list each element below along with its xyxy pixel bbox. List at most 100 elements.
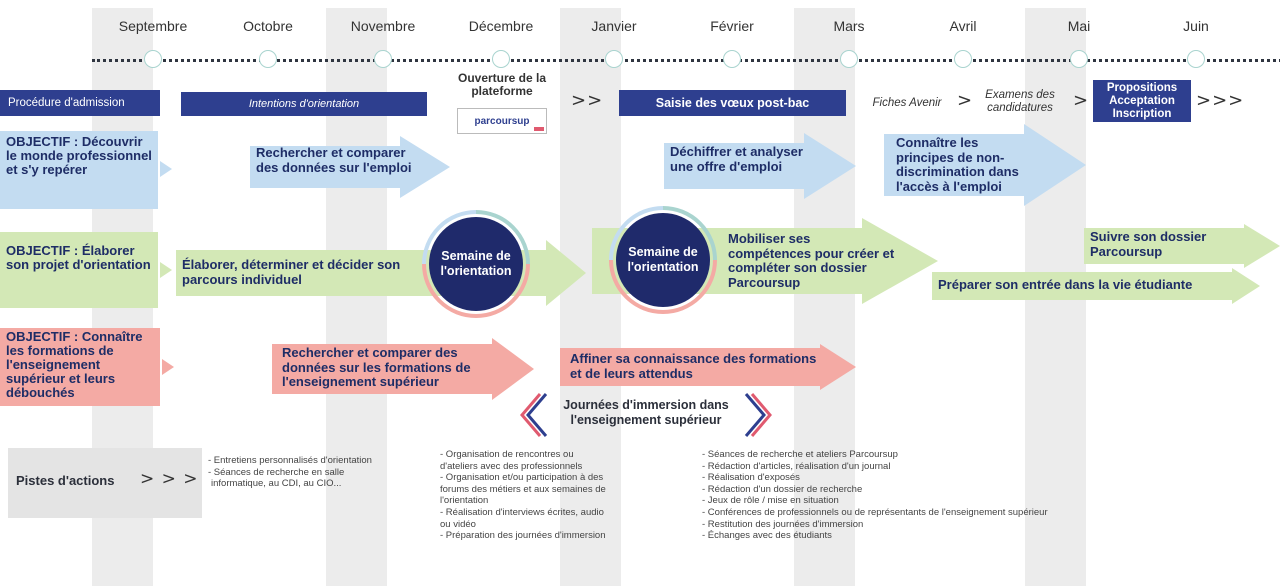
ouverture-label: Ouverture de la plateforme bbox=[457, 71, 547, 98]
arrow-text: Préparer son entrée dans la vie étudiant… bbox=[938, 277, 1193, 292]
month-label: Juin bbox=[1183, 18, 1209, 34]
chevron-icon: >>> bbox=[1196, 90, 1245, 111]
parcoursup-logo-text: parcoursup bbox=[474, 115, 530, 127]
inscription-line: Inscription bbox=[1112, 107, 1172, 120]
month-label: Mai bbox=[1067, 18, 1091, 34]
timeline-node bbox=[723, 50, 741, 68]
immersion-chevrons-left bbox=[520, 393, 548, 437]
objective-formations: OBJECTIF : Connaître les formations de l… bbox=[0, 328, 160, 406]
timeline-node bbox=[259, 50, 277, 68]
action-item: - Rédaction d'un dossier de recherche bbox=[702, 483, 863, 495]
action-item: - Séances de recherche et ateliers Parco… bbox=[702, 449, 898, 460]
arrow-blue-discrimination: Connaître les principes de non-discrimin… bbox=[884, 124, 1086, 206]
actions-col-1: - Entretiens personnalisés d'orientation… bbox=[208, 455, 372, 490]
arrow-text: Mobiliser ses compétences pour créer et … bbox=[728, 231, 895, 290]
voeux-box: Saisie des vœux post-bac bbox=[619, 90, 846, 116]
action-item: - Préparation des journées d'immersion bbox=[440, 530, 606, 542]
arrow-green-suivre: Suivre son dossier Parcoursup bbox=[1084, 224, 1280, 268]
timeline-node bbox=[840, 50, 858, 68]
examens-label: Examens des candidatures bbox=[985, 89, 1055, 114]
pointer-triangle bbox=[162, 359, 174, 375]
arrow-text: Élaborer, déterminer et décider son parc… bbox=[182, 257, 401, 287]
fiches-avenir-label: Fiches Avenir bbox=[872, 97, 942, 109]
timeline-node bbox=[1070, 50, 1088, 68]
arrow-text: Affiner sa connaissance des formations e… bbox=[570, 351, 817, 381]
action-item: forums des métiers et aux semaines de bbox=[440, 483, 606, 495]
semaine-text: Semaine de l'orientation bbox=[627, 245, 699, 274]
objective-discover: OBJECTIF : Découvrir le monde profession… bbox=[0, 131, 158, 209]
semaine-text: Semaine de l'orientation bbox=[440, 249, 512, 278]
month-label: Novembre bbox=[350, 18, 416, 34]
arrow-text: Déchiffrer et analyser une offre d'emplo… bbox=[670, 144, 803, 174]
arrow-text: Rechercher et comparer des données sur l… bbox=[282, 345, 471, 389]
arrow-blue-emploi: Rechercher et comparer des données sur l… bbox=[250, 136, 450, 198]
action-item: - Rédaction d'articles, réalisation d'un… bbox=[702, 460, 891, 472]
action-item: - Entretiens personnalisés d'orientation bbox=[208, 455, 372, 466]
arrow-blue-offre: Déchiffrer et analyser une offre d'emplo… bbox=[664, 133, 856, 199]
action-item: ou vidéo bbox=[440, 518, 476, 530]
month-label: Avril bbox=[949, 18, 977, 34]
semaine-orientation-1: Semaine de l'orientation bbox=[429, 217, 523, 311]
admission-label: Procédure d'admission bbox=[0, 90, 160, 116]
propositions-box: Propositions Acceptation Inscription bbox=[1093, 80, 1191, 122]
objective-project: OBJECTIF : Élaborer son projet d'orienta… bbox=[0, 232, 158, 308]
actions-col-2: - Organisation de rencontres ou d'atelie… bbox=[440, 449, 606, 542]
action-item: - Organisation de rencontres ou bbox=[440, 449, 574, 460]
chevron-icon: > > > bbox=[140, 469, 199, 489]
timeline-node bbox=[144, 50, 162, 68]
month-label: Septembre bbox=[118, 18, 188, 34]
month-label: Décembre bbox=[468, 18, 534, 34]
action-item: - Restitution des journées d'immersion bbox=[702, 518, 864, 530]
objective-project-text: OBJECTIF : Élaborer son projet d'orienta… bbox=[6, 243, 151, 272]
timeline-dotted-line bbox=[92, 59, 1280, 62]
chevron-icon: > bbox=[1073, 90, 1090, 111]
timeline-node bbox=[1187, 50, 1205, 68]
action-item: - Jeux de rôle / mise en situation bbox=[702, 495, 839, 507]
arrow-text: Rechercher et comparer des données sur l… bbox=[256, 145, 412, 175]
timeline-node bbox=[954, 50, 972, 68]
action-item: - Conférences de professionnels ou de re… bbox=[702, 506, 1048, 518]
month-label: Février bbox=[710, 18, 754, 34]
column-stripe bbox=[560, 8, 621, 586]
month-label: Octobre bbox=[243, 18, 293, 34]
immersion-chevrons-right bbox=[744, 393, 772, 437]
arrow-text: Connaître les principes de non-discrimin… bbox=[896, 135, 1019, 194]
pistes-box bbox=[8, 448, 202, 518]
pointer-triangle bbox=[160, 161, 172, 177]
semaine-ring bbox=[609, 206, 717, 314]
immersion-label: Journées d'immersion dans l'enseignement… bbox=[563, 398, 729, 427]
action-item: informatique, au CDI, au CIO... bbox=[211, 478, 342, 490]
action-item: - Réalisation d'interviews écrites, audi… bbox=[440, 506, 604, 518]
arrow-red-formations: Rechercher et comparer des données sur l… bbox=[272, 338, 534, 400]
parcoursup-logo: parcoursup bbox=[457, 108, 547, 134]
action-item: - Échanges avec des étudiants bbox=[702, 530, 832, 542]
timeline-node bbox=[374, 50, 392, 68]
objective-formations-text: OBJECTIF : Connaître les formations de l… bbox=[6, 329, 143, 400]
month-label: Janvier bbox=[591, 18, 637, 34]
timeline-node bbox=[605, 50, 623, 68]
admission-label-text: Procédure d'admission bbox=[8, 97, 125, 109]
voeux-text: Saisie des vœux post-bac bbox=[655, 96, 810, 110]
chevron-icon: > bbox=[957, 90, 974, 111]
pistes-label: Pistes d'actions bbox=[16, 473, 115, 488]
action-item: l'orientation bbox=[440, 495, 489, 507]
action-item: - Séances de recherche en salle bbox=[208, 466, 345, 478]
action-item: d'ateliers avec des professionnels bbox=[440, 460, 583, 472]
arrow-green-vie-etudiante: Préparer son entrée dans la vie étudiant… bbox=[932, 268, 1260, 304]
month-label: Mars bbox=[833, 18, 865, 34]
objective-discover-text: OBJECTIF : Découvrir le monde profession… bbox=[6, 134, 152, 177]
arrow-red-attendus: Affiner sa connaissance des formations e… bbox=[560, 344, 856, 390]
semaine-orientation-2: Semaine de l'orientation bbox=[616, 213, 710, 307]
semaine-ring bbox=[422, 210, 530, 318]
actions-col-3: - Séances de recherche et ateliers Parco… bbox=[702, 449, 1048, 542]
timeline-node bbox=[492, 50, 510, 68]
chevron-icon: >> bbox=[571, 90, 604, 111]
pointer-triangle bbox=[160, 262, 172, 278]
arrow-text: Suivre son dossier Parcoursup bbox=[1090, 229, 1207, 259]
propositions-line: Propositions bbox=[1106, 81, 1178, 94]
intentions-box: Intentions d'orientation bbox=[181, 92, 427, 116]
intentions-text: Intentions d'orientation bbox=[248, 98, 360, 110]
acceptation-line: Acceptation bbox=[1109, 94, 1175, 107]
action-item: - Organisation et/ou participation à des bbox=[440, 472, 604, 484]
action-item: - Réalisation d'exposés bbox=[702, 472, 800, 484]
